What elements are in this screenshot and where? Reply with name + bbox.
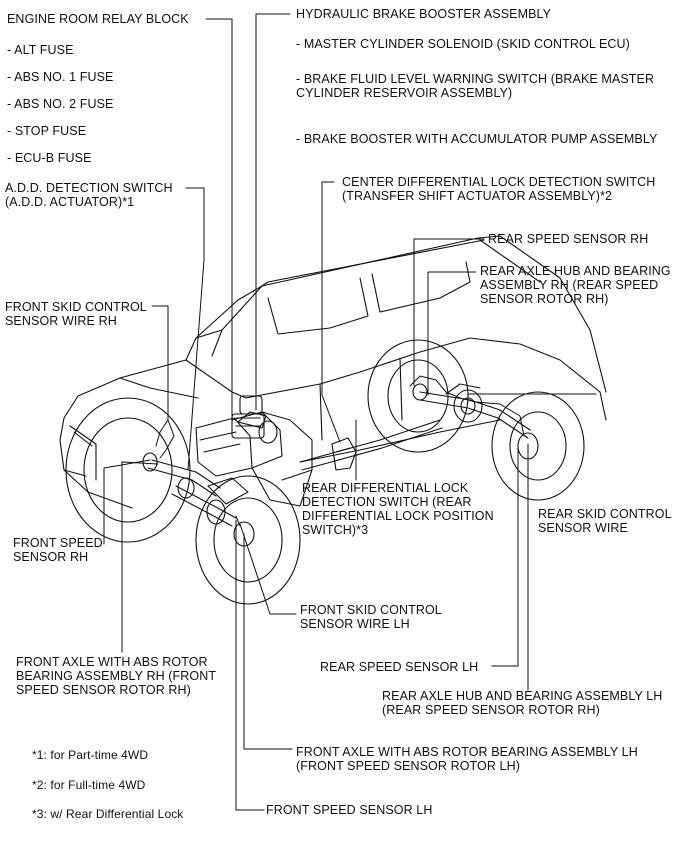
label-abs-no2-fuse: - ABS NO. 2 FUSE <box>7 97 114 111</box>
label-stop-fuse: - STOP FUSE <box>7 124 87 138</box>
label-rear-speed-sensor-rh: REAR SPEED SENSOR RH <box>488 232 649 246</box>
label-rear-diff-lock-switch: REAR DIFFERENTIAL LOCK DETECTION SWITCH … <box>302 481 494 537</box>
label-alt-fuse: - ALT FUSE <box>7 43 74 57</box>
label-front-speed-sensor-lh: FRONT SPEED SENSOR LH <box>266 803 433 817</box>
transfer-actuator <box>331 437 357 471</box>
propeller-shaft <box>299 419 443 471</box>
front-left-wheel <box>65 397 191 543</box>
label-hydraulic-brake-booster: HYDRAULIC BRAKE BOOSTER ASSEMBLY <box>296 7 552 21</box>
sensor-wires <box>155 375 525 527</box>
label-center-diff-lock-switch: CENTER DIFFERENTIAL LOCK DETECTION SWITC… <box>342 175 656 203</box>
label-front-axle-abs-rotor-rh: FRONT AXLE WITH ABS ROTOR BEARING ASSEMB… <box>16 655 217 697</box>
engine-transmission <box>195 411 313 507</box>
label-front-skid-control-sensor-wire-rh: FRONT SKID CONTROL SENSOR WIRE RH <box>5 300 147 328</box>
front-right-wheel <box>195 475 301 605</box>
rear-left-wheel <box>367 339 469 453</box>
brake-booster <box>237 395 267 429</box>
label-front-axle-abs-rotor-lh: FRONT AXLE WITH ABS ROTOR BEARING ASSEMB… <box>296 745 638 773</box>
rear-right-wheel <box>491 391 585 501</box>
footnote-3: *3: w/ Rear Differential Lock <box>32 807 184 821</box>
label-rear-axle-hub-rh: REAR AXLE HUB AND BEARING ASSEMBLY RH (R… <box>480 264 671 306</box>
label-engine-room-relay-block: ENGINE ROOM RELAY BLOCK <box>7 12 189 26</box>
label-front-speed-sensor-rh: FRONT SPEED SENSOR RH <box>13 536 103 564</box>
label-brake-booster-accumulator: - BRAKE BOOSTER WITH ACCUMULATOR PUMP AS… <box>296 132 658 146</box>
label-rear-axle-hub-lh: REAR AXLE HUB AND BEARING ASSEMBLY LH (R… <box>382 689 663 717</box>
footnote-1: *1: for Part-time 4WD <box>32 748 149 762</box>
label-front-skid-control-sensor-wire-lh: FRONT SKID CONTROL SENSOR WIRE LH <box>300 603 442 631</box>
rear-axle <box>412 383 531 439</box>
footnote-2: *2: for Full-time 4WD <box>32 778 146 792</box>
leader-lines <box>103 13 597 811</box>
vehicle-body-outline <box>59 235 607 509</box>
label-add-detection-switch: A.D.D. DETECTION SWITCH (A.D.D. ACTUATOR… <box>5 181 173 209</box>
label-brake-fluid-level-switch: - BRAKE FLUID LEVEL WARNING SWITCH (BRAK… <box>296 72 655 100</box>
label-master-cylinder-solenoid: - MASTER CYLINDER SOLENOID (SKID CONTROL… <box>296 37 630 51</box>
label-rear-skid-control-sensor-wire: REAR SKID CONTROL SENSOR WIRE <box>538 507 672 535</box>
label-abs-no1-fuse: - ABS NO. 1 FUSE <box>7 70 114 84</box>
label-rear-speed-sensor-lh: REAR SPEED SENSOR LH <box>320 660 479 674</box>
label-ecub-fuse: - ECU-B FUSE <box>7 151 92 165</box>
front-axle <box>142 452 249 527</box>
